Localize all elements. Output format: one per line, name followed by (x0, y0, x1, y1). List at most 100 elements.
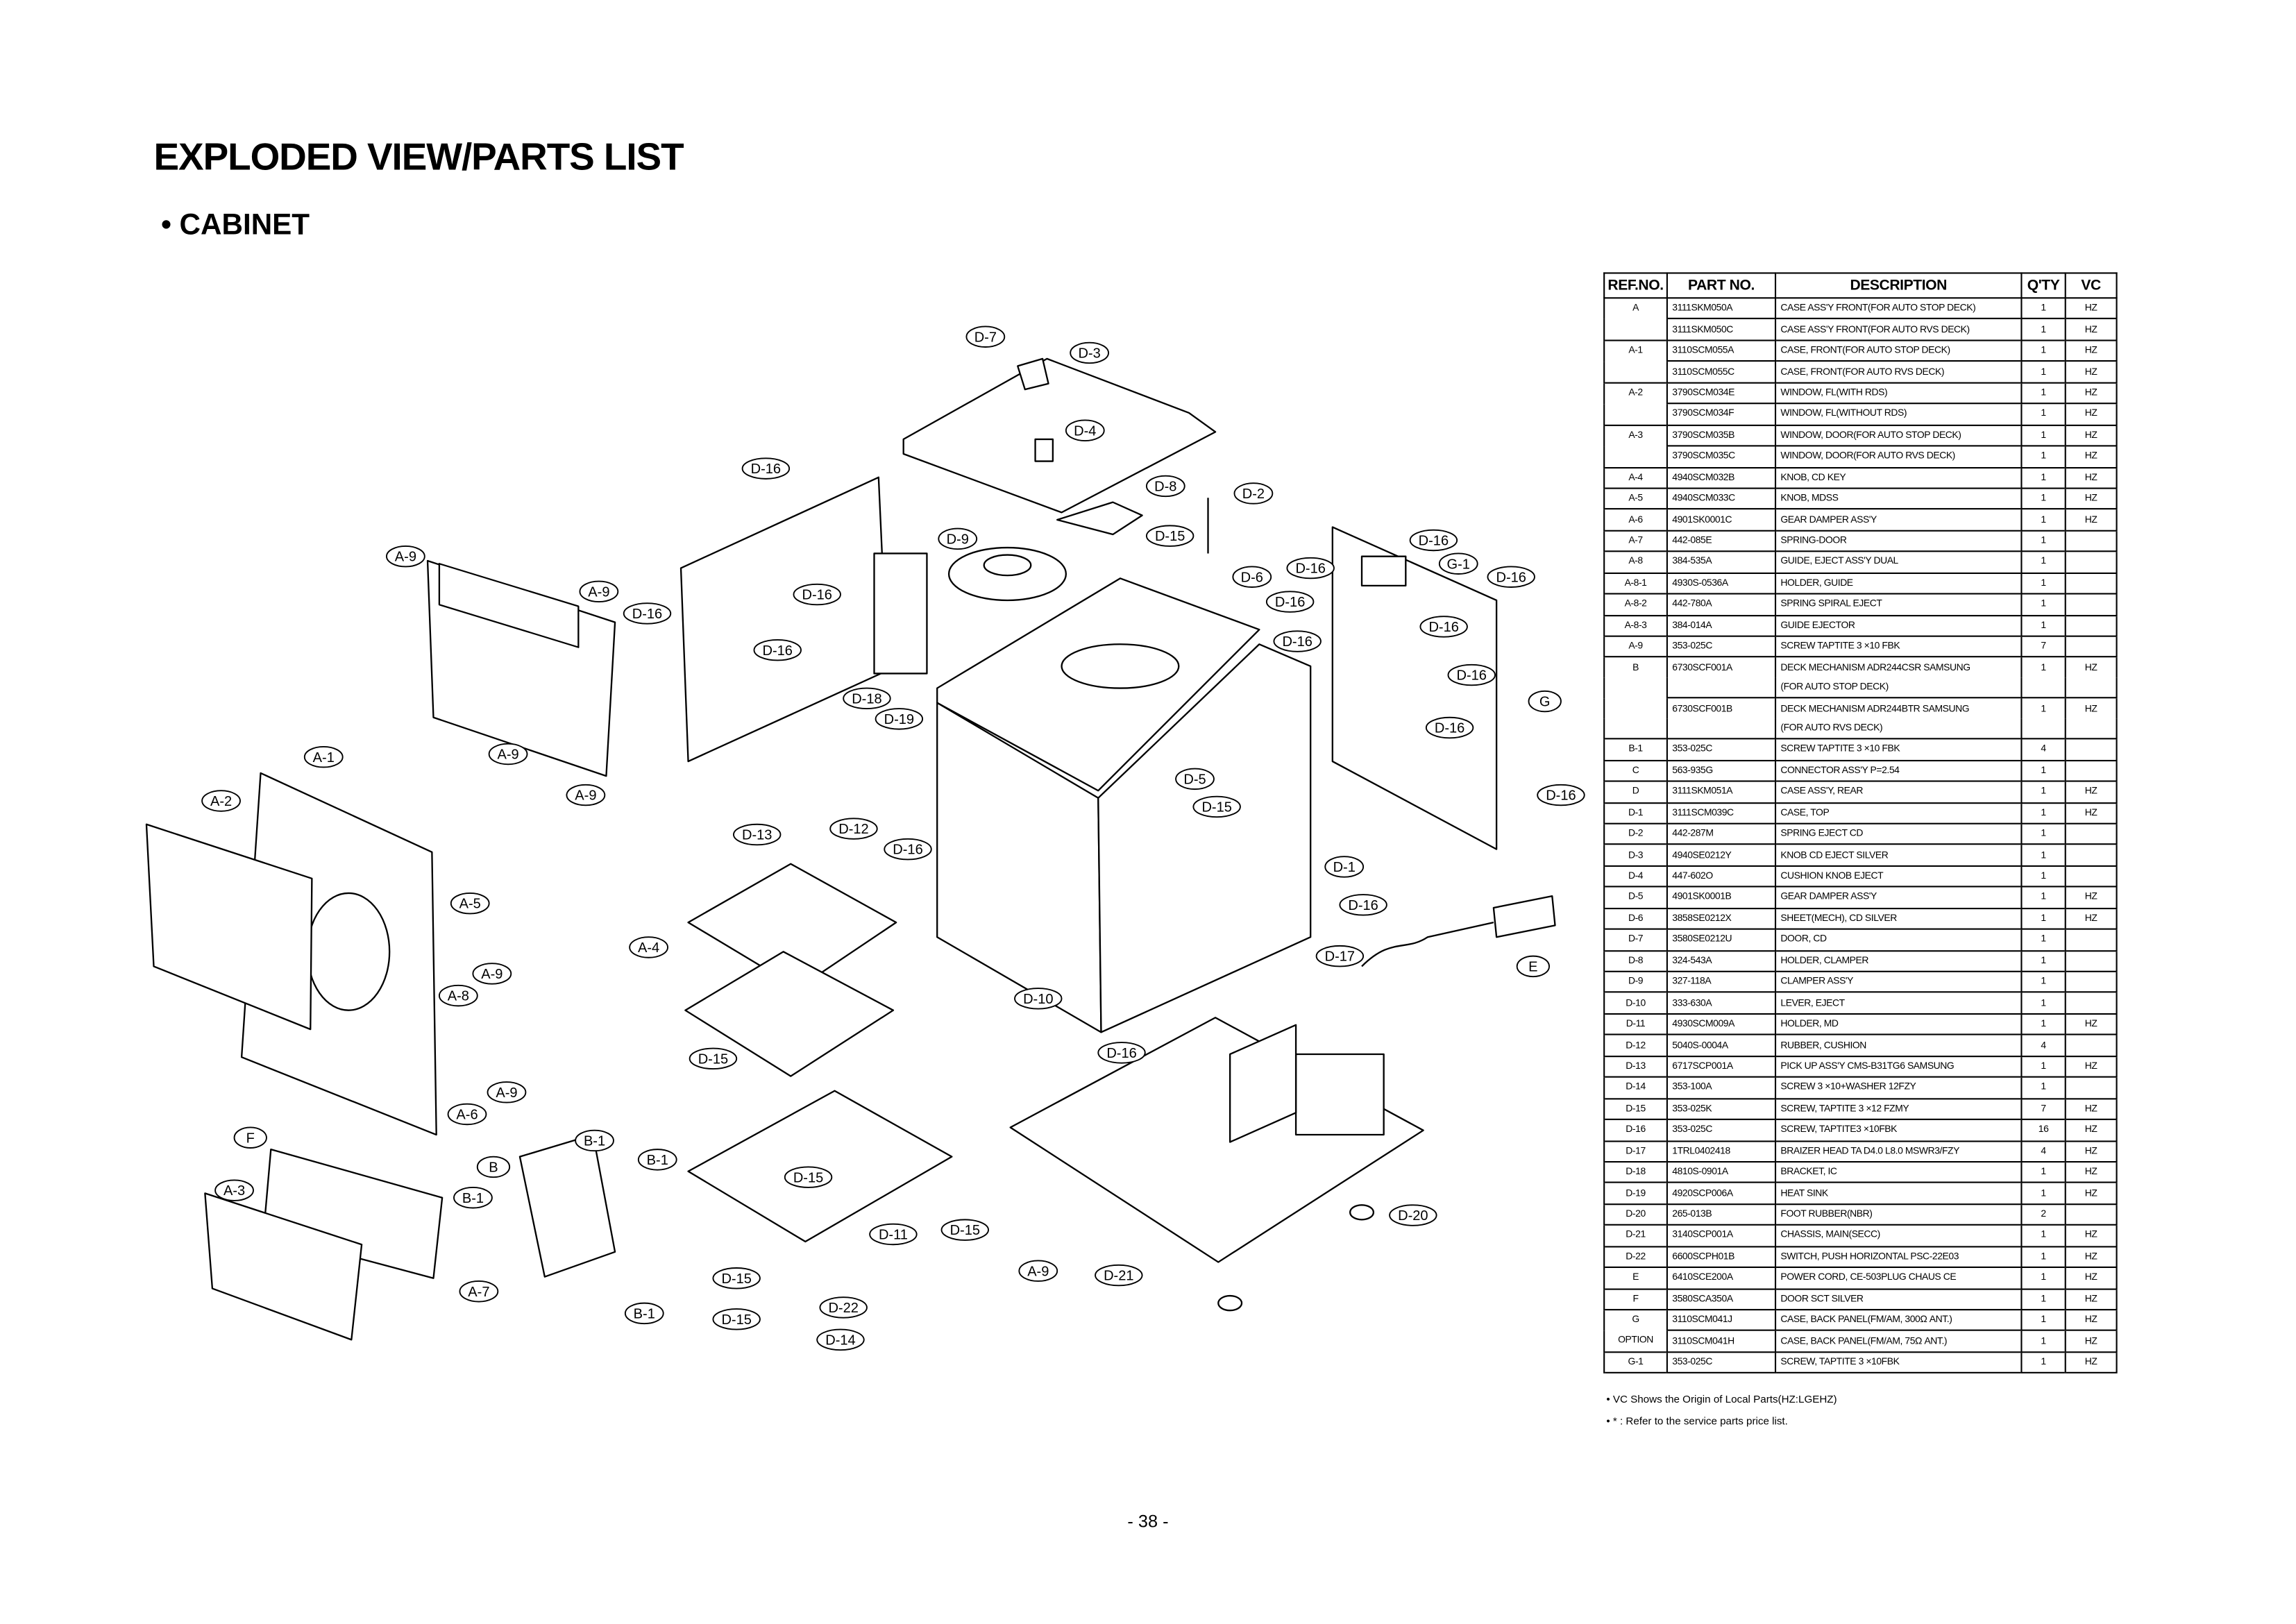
callout-label: G-1 (1447, 557, 1470, 572)
cell-ref (1603, 319, 1668, 341)
callout-label: D-17 (1325, 949, 1355, 965)
cell-part: 4901SK0001C (1666, 508, 1777, 531)
cell-qty: 1 (2020, 759, 2066, 781)
cell-vc (2064, 593, 2118, 616)
callout-label: D-16 (1295, 561, 1325, 577)
callout-bubble (201, 790, 241, 812)
callout-a-3: A-3 (214, 1179, 254, 1201)
cell-ref: OPTION (1603, 1330, 1668, 1353)
cell-desc: CASE ASS'Y FRONT(FOR AUTO RVS DECK) (1774, 318, 2023, 341)
callout-bubble (1233, 482, 1274, 505)
callout-d-16: D-16 (1273, 630, 1322, 652)
cell-part: 442-085E (1666, 530, 1777, 552)
cell-desc: CASE, FRONT(FOR AUTO STOP DECK) (1774, 339, 2023, 362)
callout-label: D-18 (852, 691, 881, 707)
table-header-row: REF.NO. PART NO. DESCRIPTION Q'TY VC (1603, 272, 2118, 299)
callout-d-16: D-16 (1339, 894, 1387, 916)
cell-desc: SPRING-DOOR (1774, 530, 2023, 552)
callout-bubble (1014, 988, 1063, 1010)
callout-bubble (875, 708, 924, 730)
callout-d-15: D-15 (1192, 795, 1241, 818)
cell-ref: A-3 (1603, 423, 1668, 446)
cell-qty: 1 (2020, 822, 2066, 845)
cell-qty: 1 (2020, 1076, 2066, 1099)
callout-label: D-21 (1104, 1269, 1133, 1284)
cell-qty: 1 (2020, 423, 2066, 446)
callout-label: D-16 (1282, 634, 1312, 650)
cell-qty: 1 (2020, 657, 2066, 678)
callout-bubble (819, 1296, 868, 1319)
callout-d-18: D-18 (843, 687, 891, 710)
col-vc: VC (2064, 272, 2118, 299)
callout-a-2: A-2 (201, 790, 241, 812)
cell-ref: D-10 (1603, 992, 1668, 1014)
col-description: DESCRIPTION (1774, 272, 2023, 299)
callout-d-14: D-14 (816, 1328, 865, 1351)
callout-d-16: D-16 (1409, 529, 1458, 552)
callout-d-20: D-20 (1389, 1204, 1437, 1226)
cell-ref: B-1 (1603, 738, 1668, 761)
callout-b: B (476, 1156, 511, 1178)
callout-bubble (575, 1129, 614, 1152)
callout-bubble (1273, 630, 1322, 652)
callout-d-7: D-7 (965, 325, 1006, 348)
callout-bubble (733, 823, 782, 846)
cell-part: 4930S-0536A (1666, 572, 1777, 594)
note-vc: • VC Shows the Origin of Local Parts(HZ:… (1606, 1392, 1837, 1406)
callout-d-17: D-17 (1315, 945, 1365, 967)
cell-desc: SCREW TAPTITE 3 ×10 FBK (1774, 738, 2023, 761)
callout-bubble (1232, 566, 1272, 588)
callout-bubble (1528, 690, 1562, 713)
cell-qty: 1 (2020, 886, 2066, 908)
callout-label: A-5 (459, 897, 481, 912)
callout-label: A-9 (575, 788, 596, 804)
cell-vc: HZ (2064, 1351, 2118, 1373)
callout-bubble (472, 963, 512, 985)
callout-e: E (1516, 955, 1551, 978)
cell-ref: G-1 (1603, 1351, 1668, 1373)
callout-a-9: A-9 (566, 784, 606, 806)
cell-part: 3790SCM035C (1666, 445, 1777, 467)
callout-d-12: D-12 (829, 818, 878, 840)
callout-bubble (1438, 552, 1478, 575)
cell-desc: WINDOW, DOOR(FOR AUTO RVS DECK) (1774, 445, 2023, 467)
callout-bubble (438, 984, 478, 1007)
callout-bubble (940, 1219, 989, 1241)
cell-desc: CUSHION KNOB EJECT (1774, 865, 2023, 887)
cell-vc: HZ (2064, 780, 2118, 803)
cell-part: 324-543A (1666, 949, 1777, 972)
callout-label: D-12 (838, 822, 868, 837)
cell-part: 3580SCA350A (1666, 1287, 1777, 1310)
callout-label: D-16 (632, 607, 662, 622)
cell-ref: D-21 (1603, 1224, 1668, 1246)
callout-bubble (753, 638, 802, 661)
callout-d-15: D-15 (1145, 525, 1195, 547)
cell-vc: HZ (2064, 423, 2118, 446)
cell-ref (1603, 718, 1668, 739)
cell-vc (2064, 718, 2118, 739)
cell-part: 4901SK0001B (1666, 886, 1777, 908)
cell-qty: 1 (2020, 572, 2066, 594)
callout-label: D-11 (879, 1228, 908, 1243)
cell-ref: D-13 (1603, 1055, 1668, 1078)
cell-ref: D-22 (1603, 1245, 1668, 1268)
md-pcb-part (684, 951, 895, 1077)
callout-d-15: D-15 (940, 1219, 989, 1241)
callout-d-11: D-11 (869, 1223, 918, 1246)
cell-ref: D-14 (1603, 1076, 1668, 1099)
callout-label: D-10 (1023, 992, 1053, 1007)
cell-desc: CASE ASS'Y, REAR (1774, 780, 2023, 803)
callout-label: A-9 (497, 747, 518, 763)
cell-desc: SHEET(MECH), CD SILVER (1774, 907, 2023, 929)
cell-vc: HZ (2064, 1245, 2118, 1268)
cell-qty: 1 (2020, 949, 2066, 972)
